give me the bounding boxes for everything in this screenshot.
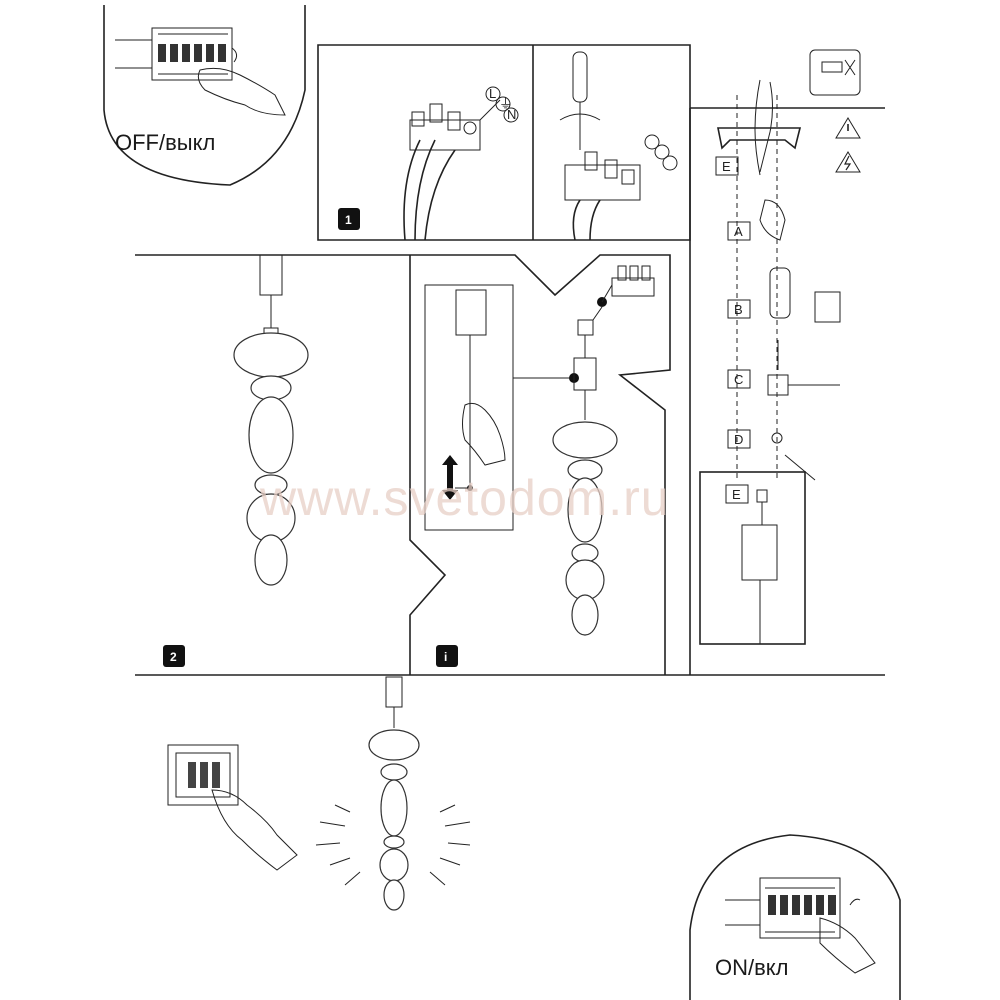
terminal-n-mark: N (507, 107, 516, 122)
warning-icon (835, 117, 861, 139)
light-rays (315, 804, 471, 886)
breaker-switches-on (768, 895, 836, 915)
pliers-icon (754, 79, 773, 176)
step2-pendant-lamp: 2 (163, 254, 309, 667)
part-b-label: B (734, 302, 743, 317)
hammer-icon (767, 340, 840, 396)
screwdriver-icon (559, 51, 601, 150)
hand-icon (197, 67, 286, 116)
electric-hazard-icon (835, 151, 861, 173)
part-d-label: D (734, 432, 743, 447)
hand-icon (462, 402, 506, 466)
info-panel: i (424, 265, 655, 667)
step1-terminal: L ⏚ N 1 (338, 86, 519, 241)
svg-text:1: 1 (345, 213, 352, 227)
on-label: ON/вкл (715, 955, 789, 980)
hand-icon (819, 917, 876, 974)
screwdriver-icon (771, 432, 816, 481)
step1-screwdriver (559, 51, 678, 241)
wall-switch-icon (167, 744, 298, 871)
terminal-ground-mark: ⏚ (499, 96, 512, 111)
part-e-label-top: E (722, 159, 731, 174)
part-c-label: C (734, 372, 743, 387)
step-1-badge (338, 208, 360, 230)
hand-icon (211, 789, 298, 871)
svg-text:2: 2 (170, 650, 177, 664)
off-label: OFF/выкл (115, 130, 215, 155)
svg-text:i: i (444, 650, 447, 664)
no-drilling-tool-icon (809, 49, 861, 96)
parts-column: E A B C D E (715, 49, 861, 644)
bracket (717, 79, 802, 176)
terminal-l-mark: L (489, 86, 496, 101)
part-a-label: A (734, 224, 743, 239)
part-e-label-bottom: E (732, 487, 741, 502)
hand-icon (759, 199, 786, 241)
breaker-on: ON/вкл (715, 877, 876, 980)
watermark: www.svetodom.ru (259, 470, 670, 526)
breaker-switches-off (158, 44, 226, 62)
drill-icon (769, 267, 841, 323)
adjust-height-arrow-icon (442, 455, 458, 500)
bottom-lit-lamp (315, 676, 471, 911)
breaker-off: OFF/выкл (115, 27, 286, 155)
step-2-badge (163, 645, 185, 667)
info-badge (436, 645, 458, 667)
